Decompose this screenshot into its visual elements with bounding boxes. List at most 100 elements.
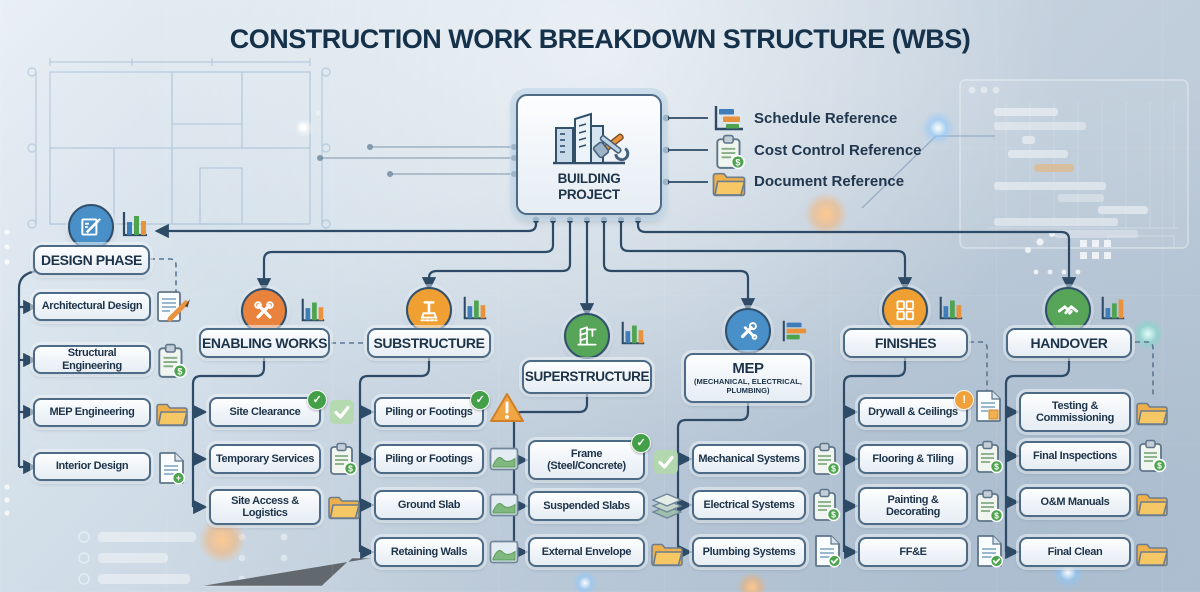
folder-icon [155,399,189,427]
enabling-works-header: ENABLING WORKS [199,328,330,358]
wbs-item: Plumbing Systems [692,537,806,567]
svg-text:$: $ [177,366,182,376]
substructure-circle [406,287,452,333]
clipboard-dollar-icon: $ [974,440,1004,474]
site-photo-icon [489,447,519,471]
superstructure-header: SUPERSTRUCTURE [522,360,652,394]
wbs-item: Testing & Commissioning [1019,392,1131,432]
folder-icon [711,168,747,197]
document-badge-check-icon [975,534,1005,568]
document-note-icon [974,389,1004,423]
folder-icon [327,492,361,520]
bar-chart-icon [461,293,489,323]
gantt-chart-icon [711,103,747,133]
gantt-window-ghost [959,79,1189,249]
check-square-icon [329,399,355,425]
clipboard-dollar-icon: $ [974,489,1004,523]
document-badge-plus-icon: + [157,451,187,485]
wbs-item: Piling or Footings [374,444,484,474]
document-badge-check-icon [813,534,843,568]
svg-text:$: $ [994,511,999,521]
wbs-item: Drywall & Ceilings ! [858,390,974,427]
design-item: Structural Engineering [33,345,151,374]
wbs-item: Final Clean [1019,537,1131,567]
svg-text:$: $ [994,462,999,472]
design-item: MEP Engineering [33,398,151,427]
wbs-item: Flooring & Tiling [858,444,968,474]
blueprint-pencil-icon [78,214,104,240]
site-photo-icon [489,493,519,517]
substructure-header: SUBSTRUCTURE [367,328,491,358]
folder-icon [1135,539,1169,567]
wbs-item: Electrical Systems [692,490,806,520]
finishes-circle [882,287,928,333]
page-title: CONSTRUCTION WORK BREAKDOWN STRUCTURE (W… [229,24,971,54]
bar-chart-icon [120,208,150,240]
wbs-item: Painting & Decorating [858,487,968,525]
folder-icon [650,539,684,567]
finishes-header: FINISHES [843,328,968,358]
structural-frame-icon [574,323,600,349]
folder-icon [1135,489,1169,517]
svg-text:$: $ [831,464,836,474]
slab-layers-icon [650,492,684,520]
wbs-item: Site Access & Logistics [209,489,321,525]
wbs-item: Piling or Footings ✓ [374,390,490,427]
wbs-item: Temporary Services [209,444,321,474]
check-badge: ✓ [307,390,327,410]
document-pencil-icon [155,290,191,324]
design-phase-circle [68,204,114,250]
svg-text:$: $ [735,157,740,167]
wrench-screwdriver-icon [735,318,761,344]
design-item: Interior Design [33,452,151,481]
wbs-item: Mechanical Systems [692,444,806,474]
check-badge: ✓ [470,390,490,410]
bar-chart-icon [937,293,965,323]
folder-icon [1135,398,1169,426]
wbs-item: Retaining Walls [374,537,484,567]
clipboard-dollar-icon: $ [156,343,188,379]
buildings-with-tools-icon [541,106,637,168]
clipboard-dollar-icon: $ [811,442,841,476]
svg-text:$: $ [1157,461,1162,471]
handover-header: HANDOVER [1006,328,1132,358]
clipboard-dollar-icon: $ [1137,439,1167,473]
design-phase-header: DESIGN PHASE [33,245,150,275]
warning-badge: ! [954,390,974,410]
superstructure-circle [564,313,610,359]
wbs-item: External Envelope [528,537,645,567]
wbs-item: Ground Slab [374,490,484,520]
site-photo-icon [489,540,519,564]
wbs-item: Suspended Slabs [528,491,645,521]
design-item: Architectural Design [33,292,151,321]
wbs-item: Final Inspections [1019,441,1131,471]
handover-circle [1045,287,1091,333]
tile-pattern-icon [892,297,918,323]
wbs-item: FF&E [858,537,968,567]
legend-label: Cost Control Reference [754,142,922,159]
bar-chart-icon [299,295,327,325]
clipboard-dollar-icon: $ [811,488,841,522]
legend-label: Schedule Reference [754,110,898,127]
wbs-item: Frame (Steel/Concrete) ✓ [528,433,651,480]
svg-text:$: $ [348,464,353,474]
crossed-tools-icon [251,298,277,324]
wbs-item: O&M Manuals [1019,487,1131,517]
svg-text:+: + [176,473,181,483]
svg-text:$: $ [831,510,836,520]
wbs-item: Site Clearance ✓ [209,390,327,427]
warning-triangle-icon [489,392,525,424]
check-badge: ✓ [631,433,651,453]
gantt-chart-icon [781,318,809,344]
handshake-icon [1055,297,1081,323]
clipboard-dollar-icon: $ [328,442,358,476]
bar-chart-icon [1099,293,1127,323]
check-square-icon [653,449,679,475]
mep-circle [725,308,771,354]
legend-label: Document Reference [754,173,905,190]
mep-header: MEP (MECHANICAL, ELECTRICAL, PLUMBING) [684,353,812,403]
cost-clipboard-icon: $ [714,134,746,170]
